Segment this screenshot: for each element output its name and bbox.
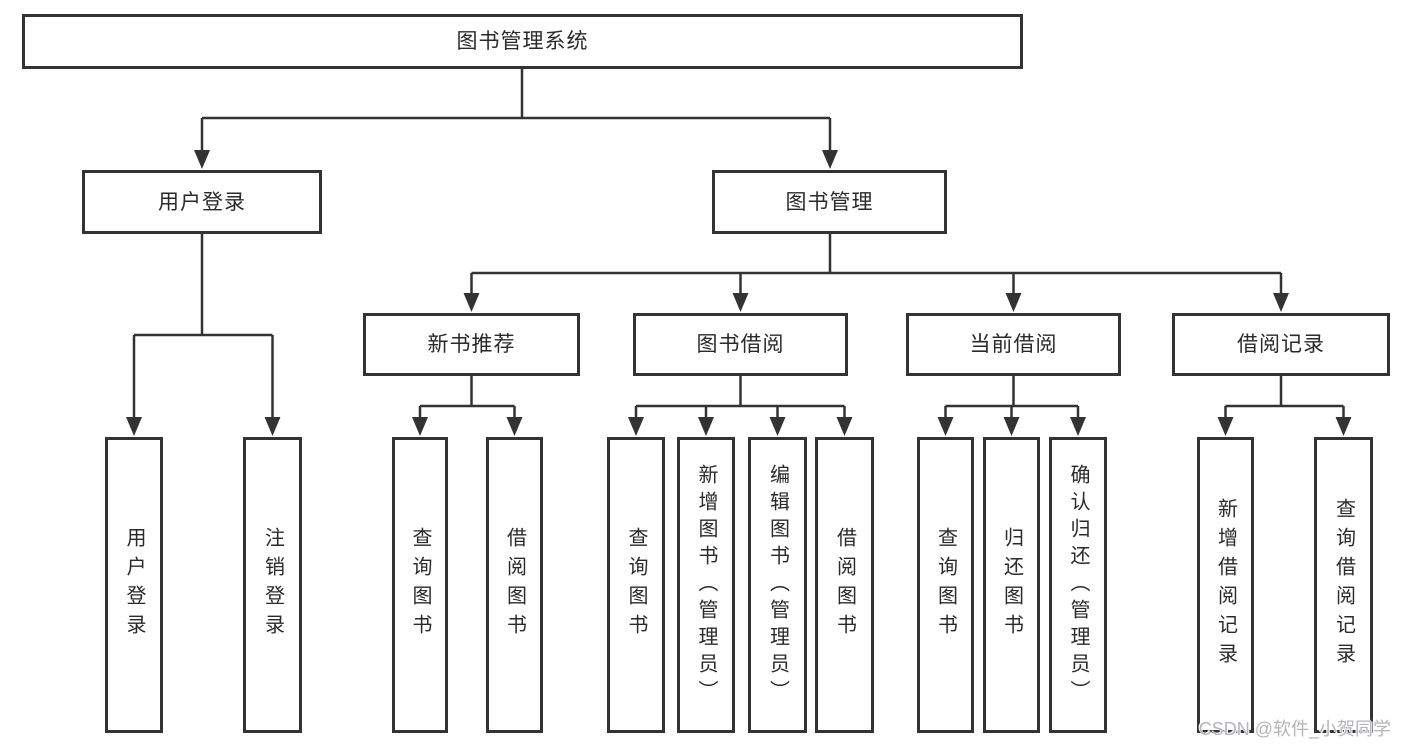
leaf-nb-query-books-label: 查询图书 — [409, 527, 431, 643]
arrowhead — [822, 150, 838, 169]
arrowhead — [698, 417, 714, 436]
edge-bookmgmt-to-level2 — [470, 234, 1283, 295]
leaf-bb-add-books-admin-label: 新增图书（管理员） — [695, 463, 717, 707]
arrowhead — [836, 417, 853, 436]
leaf-nb-borrow-books-label: 借阅图书 — [503, 527, 526, 643]
arrowhead — [1217, 417, 1234, 436]
leaf-br-query-record-label: 查询借阅记录 — [1332, 498, 1355, 672]
node-book-borrowing: 图书借阅 — [633, 313, 848, 376]
arrowhead — [264, 417, 281, 436]
leaf-cb-confirm-return-admin: 确认归还（管理员） — [1049, 437, 1107, 733]
leaf-bb-edit-books-admin-label: 编辑图书（管理员） — [766, 463, 789, 707]
arrowhead — [1005, 293, 1022, 312]
node-current-borrowing-label: 当前借阅 — [969, 333, 1058, 356]
node-book-management: 图书管理 — [712, 170, 947, 234]
edge-borrowrecords-to-leaves — [1224, 376, 1345, 418]
leaf-cb-return-books: 归还图书 — [983, 437, 1040, 733]
node-root-system: 图书管理系统 — [22, 14, 1023, 69]
node-current-borrowing: 当前借阅 — [906, 313, 1121, 376]
edge-userlogin-to-leaves — [132, 234, 274, 418]
arrowhead — [506, 417, 523, 436]
leaf-br-add-record-label: 新增借阅记录 — [1214, 498, 1237, 672]
arrowhead — [463, 293, 480, 312]
leaf-br-query-record: 查询借阅记录 — [1314, 437, 1373, 733]
arrowhead — [126, 417, 142, 436]
leaf-cb-query-books-label: 查询图书 — [934, 527, 957, 643]
edge-newbook-to-leaves — [418, 376, 516, 418]
arrowhead — [1070, 417, 1086, 436]
leaf-bb-add-books-admin: 新增图书（管理员） — [677, 437, 735, 733]
leaf-nb-query-books: 查询图书 — [392, 437, 448, 733]
leaf-cb-return-books-label: 归还图书 — [1000, 527, 1023, 643]
arrowhead — [1335, 417, 1352, 436]
edge-root-to-level1 — [200, 69, 832, 151]
arrowhead — [628, 417, 644, 436]
node-user-login-label: 用户登录 — [158, 190, 246, 214]
node-new-book-recommend-label: 新书推荐 — [427, 333, 516, 356]
leaf-cb-query-books: 查询图书 — [917, 437, 974, 733]
leaf-nb-borrow-books: 借阅图书 — [486, 437, 543, 733]
leaf-bb-edit-books-admin: 编辑图书（管理员） — [748, 437, 807, 733]
arrowhead — [732, 293, 749, 312]
node-root-label: 图书管理系统 — [456, 30, 589, 53]
node-user-login: 用户登录 — [82, 170, 322, 234]
node-borrowing-records-label: 借阅记录 — [1237, 333, 1325, 356]
node-book-borrowing-label: 图书借阅 — [696, 333, 785, 356]
node-book-management-label: 图书管理 — [785, 190, 874, 214]
leaf-user-login: 用户登录 — [105, 437, 163, 733]
arrowhead — [769, 417, 786, 436]
edge-bookborrow-to-leaves — [634, 376, 846, 418]
arrowhead — [937, 417, 954, 436]
leaf-cb-confirm-return-admin-label: 确认归还（管理员） — [1067, 463, 1089, 707]
arrowhead — [412, 417, 428, 436]
arrowhead — [1003, 417, 1020, 436]
edge-currentborrow-to-leaves — [944, 376, 1080, 418]
leaf-bb-borrow-books: 借阅图书 — [815, 437, 874, 733]
node-borrowing-records: 借阅记录 — [1172, 313, 1390, 376]
arrowhead — [1273, 293, 1289, 312]
arrowhead — [194, 150, 210, 169]
leaf-bb-query-books: 查询图书 — [607, 437, 665, 733]
leaf-bb-borrow-books-label: 借阅图书 — [833, 527, 856, 643]
leaf-logout-login-label: 注销登录 — [261, 527, 284, 643]
leaf-user-login-label: 用户登录 — [123, 527, 145, 643]
leaf-br-add-record: 新增借阅记录 — [1197, 437, 1254, 733]
leaf-bb-query-books-label: 查询图书 — [625, 527, 647, 643]
leaf-logout-login: 注销登录 — [243, 437, 302, 733]
node-new-book-recommend: 新书推荐 — [363, 313, 580, 376]
